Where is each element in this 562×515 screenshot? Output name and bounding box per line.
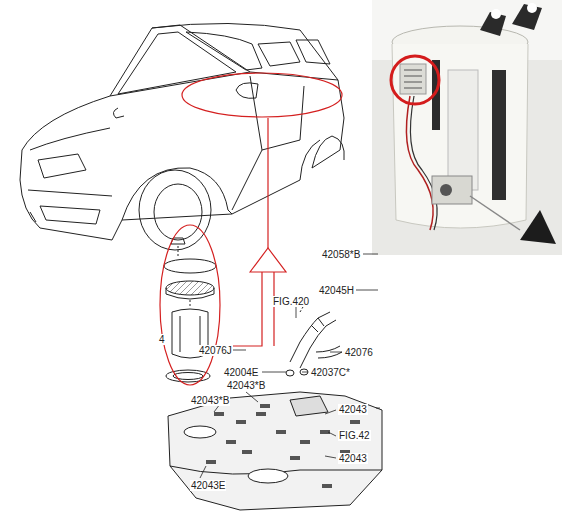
callout-number: FIG.420 [272, 296, 310, 307]
car-drawing [20, 23, 344, 250]
callout-number: 42058*B [321, 249, 361, 260]
callout-number: 42004E [223, 367, 259, 378]
callout-number: 42043E [190, 480, 226, 491]
locator-arrow [219, 118, 286, 346]
fuel-tank [168, 392, 382, 510]
callout-number: 42043 [338, 453, 368, 464]
highlight-ellipse [182, 73, 342, 117]
callout-number: 42043 [338, 404, 368, 415]
callout-number: 42076 [344, 347, 374, 358]
callout-number: 42043*B [190, 395, 230, 406]
leader-lines [200, 254, 380, 478]
callout-number: 42045H [318, 285, 355, 296]
callout-number: 42043*B [226, 380, 266, 391]
callout-number: 4 [158, 334, 166, 345]
callout-number: 42076J [198, 345, 233, 356]
callout-number: 42037C* [310, 367, 351, 378]
hoses [286, 296, 342, 376]
highlight-ellipse [160, 225, 220, 385]
pump-module-parts [164, 238, 216, 382]
callout-number: FIG.42 [338, 430, 371, 441]
fuel-pump-photo [372, 0, 562, 255]
